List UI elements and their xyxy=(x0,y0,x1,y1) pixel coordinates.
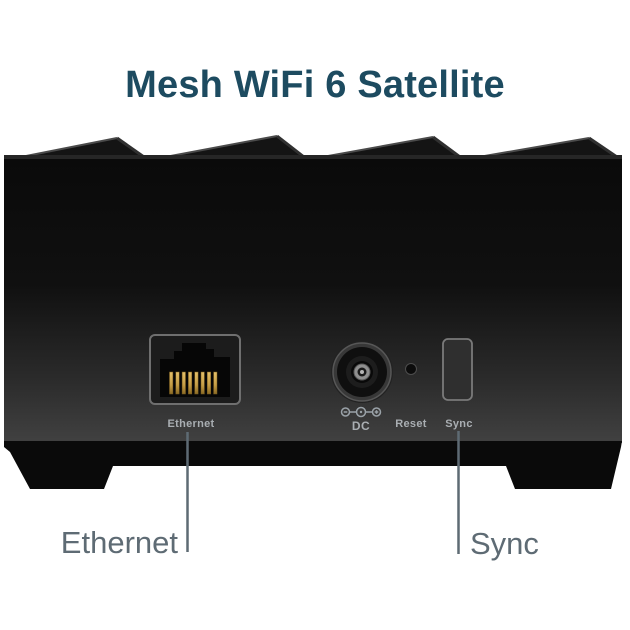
panel-label-reset: Reset xyxy=(395,418,427,430)
callout-label-sync: Sync xyxy=(470,526,539,561)
device-base xyxy=(4,441,622,489)
page-title: Mesh WiFi 6 Satellite xyxy=(125,64,505,106)
reset-pinhole xyxy=(405,363,417,375)
dc-polarity-icon xyxy=(340,406,382,418)
dc-connector xyxy=(331,341,393,403)
callout-label-ethernet: Ethernet xyxy=(60,525,178,560)
top-fins xyxy=(15,134,618,159)
sync-button xyxy=(442,338,473,401)
panel-label-dc: DC xyxy=(351,419,371,433)
panel-label-sync: Sync xyxy=(445,418,473,430)
ethernet-port xyxy=(149,334,241,405)
panel-label-ethernet: Ethernet xyxy=(167,418,215,430)
device-body xyxy=(4,155,622,443)
rj45-gold-pins xyxy=(169,371,218,395)
